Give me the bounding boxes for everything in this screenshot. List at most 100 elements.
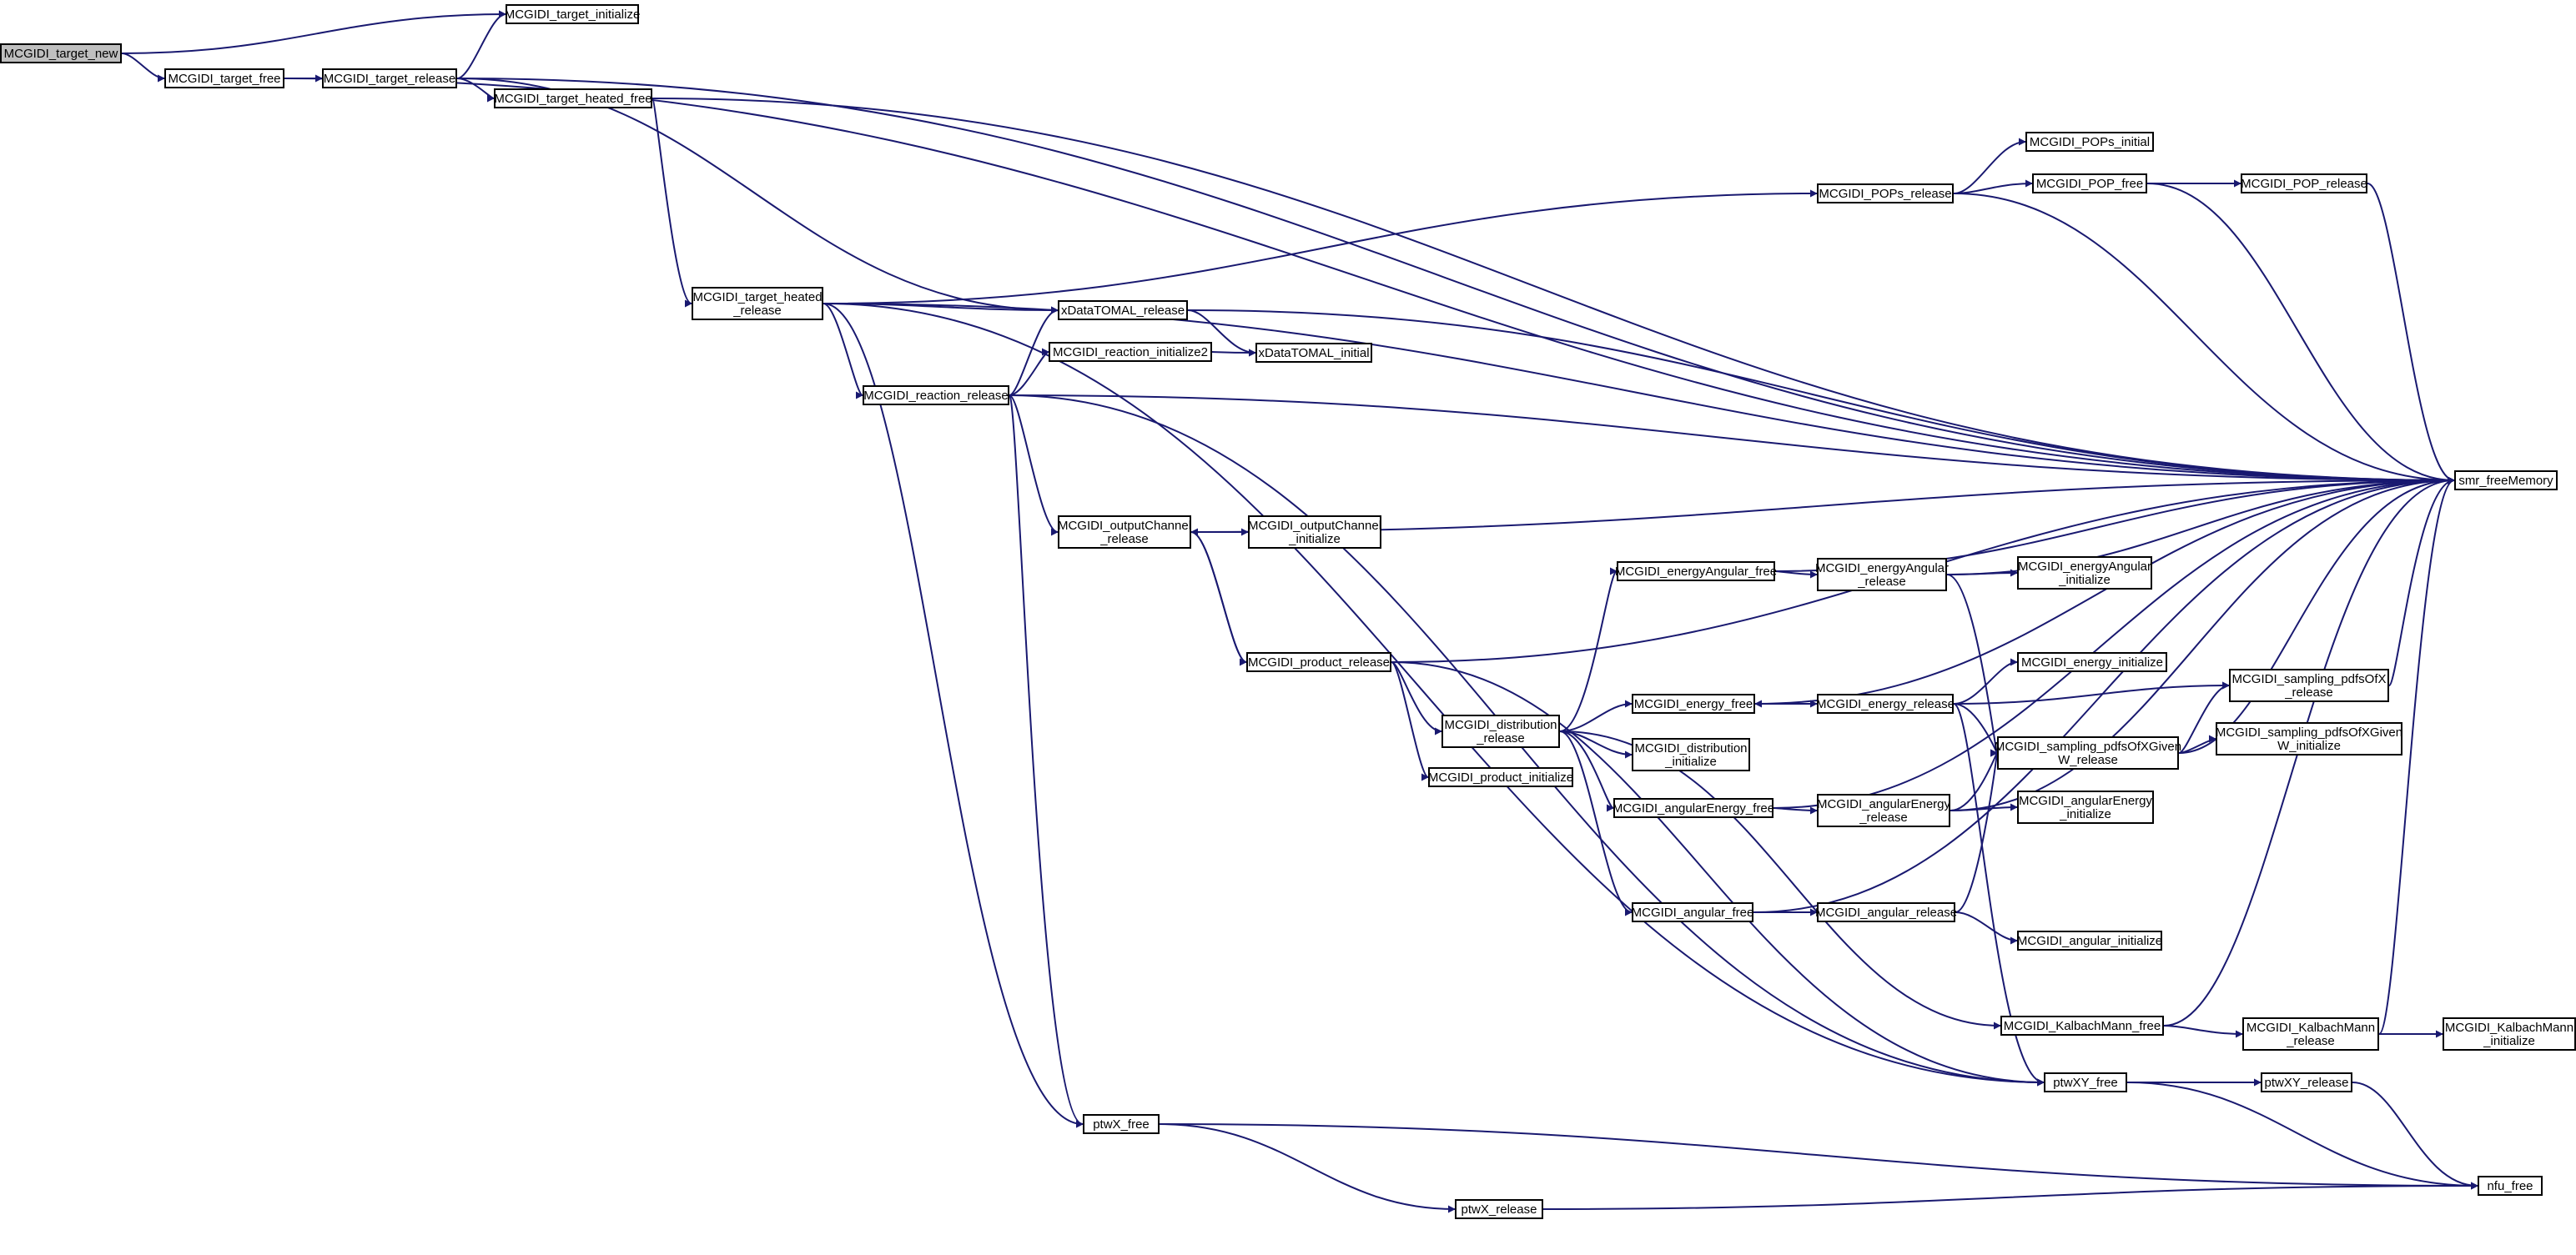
node-box — [1817, 558, 1947, 591]
node-reaction-release[interactable]: MCGIDI_reaction_release — [863, 385, 1009, 405]
node-label: W_release — [2058, 753, 2118, 767]
edge-target_release-to-target_initialize — [456, 10, 506, 79]
node-ptwXY-release[interactable]: ptwXY_release — [2261, 1072, 2352, 1092]
node-ptwX-free[interactable]: ptwX_free — [1083, 1114, 1160, 1134]
edge-target_heated_release-to-xDataTOMAL_release — [823, 303, 1059, 314]
node-label: MCGIDI_energyAngular — [1815, 561, 1949, 575]
edge-reaction_release-to-xDataTOMAL_release — [1009, 306, 1059, 396]
edge-reaction_release-to-outputChannel_release — [1009, 394, 1059, 536]
node-POPs-release[interactable]: MCGIDI_POPs_release — [1817, 183, 1954, 203]
node-angular-initialize[interactable]: MCGIDI_angular_initialize — [2017, 931, 2162, 951]
node-outputChannel-initialize[interactable]: MCGIDI_outputChannel_initialize — [1248, 515, 1381, 549]
node-box — [1058, 515, 1191, 549]
node-box — [2025, 132, 2154, 152]
node-label: ptwXY_free — [2053, 1076, 2118, 1090]
node-label: _initialize — [2058, 573, 2111, 587]
node-box — [2017, 556, 2152, 590]
node-POPs-initial[interactable]: MCGIDI_POPs_initial — [2025, 132, 2154, 152]
node-outputChannel-release[interactable]: MCGIDI_outputChannel_release — [1058, 515, 1191, 549]
edge-target_new-to-target_initialize — [121, 10, 506, 54]
node-box — [1058, 300, 1188, 320]
edge-POP_free-to-smr_freeMemory — [2146, 183, 2455, 484]
node-box — [164, 68, 284, 88]
node-energyAngular-free[interactable]: MCGIDI_energyAngular_free — [1615, 561, 1777, 581]
node-box — [1255, 343, 1372, 363]
node-label: MCGIDI_target_free — [168, 72, 280, 86]
node-product-release[interactable]: MCGIDI_product_release — [1246, 652, 1391, 672]
node-box — [506, 4, 639, 24]
node-box — [1049, 342, 1212, 362]
node-box — [2454, 470, 2558, 490]
node-angularEnergy-release[interactable]: MCGIDI_angularEnergy_release — [1817, 794, 1951, 827]
node-label: _initialize — [1288, 532, 1341, 546]
edge-distribution_release-to-energyAngular_free — [1559, 567, 1618, 732]
node-box — [1248, 515, 1381, 549]
node-label: MCGIDI_sampling_pdfsOfXGiven — [2216, 725, 2402, 740]
edge-target_heated_free-to-target_heated_release — [652, 98, 692, 308]
node-box — [863, 385, 1009, 405]
node-xDataTOMAL-initial[interactable]: xDataTOMAL_initial — [1255, 343, 1372, 363]
node-label: MCGIDI_target_release — [324, 72, 455, 86]
edge-outputChannel_release-to-product_release — [1190, 531, 1247, 666]
node-label: MCGIDI_KalbachMann — [2246, 1021, 2375, 1035]
edge-target_heated_free-to-smr_freeMemory — [652, 98, 2455, 484]
node-POP-free[interactable]: MCGIDI_POP_free — [2032, 173, 2147, 193]
node-label: MCGIDI_angular_release — [1815, 906, 1957, 920]
node-product-initialize[interactable]: MCGIDI_product_initialize — [1428, 767, 1573, 787]
node-target-heated-free[interactable]: MCGIDI_target_heated_free — [494, 88, 652, 108]
node-energy-free[interactable]: MCGIDI_energy_free — [1632, 694, 1755, 714]
node-label: MCGIDI_energy_initialize — [2021, 655, 2163, 670]
node-label: MCGIDI_outputChannel — [1058, 519, 1191, 533]
edge-product_release-to-product_initialize — [1391, 661, 1429, 781]
edge-sampling_pdfsOfXGivenW_release-to-sampling_pdfsOfX_release — [2178, 681, 2230, 754]
node-POP-release[interactable]: MCGIDI_POP_release — [2241, 173, 2367, 193]
node-box — [1455, 1199, 1543, 1219]
node-reaction-initialize2[interactable]: MCGIDI_reaction_initialize2 — [1049, 342, 1212, 362]
node-xDataTOMAL-release[interactable]: xDataTOMAL_release — [1058, 300, 1188, 320]
node-label: MCGIDI_energyAngular_free — [1615, 565, 1777, 579]
node-energy-initialize[interactable]: MCGIDI_energy_initialize — [2017, 652, 2167, 672]
node-label: MCGIDI_POP_free — [2036, 177, 2143, 191]
node-box — [1632, 738, 1750, 771]
node-target-heated-release[interactable]: MCGIDI_target_heated_release — [692, 287, 823, 320]
edge-energy_release-to-ptwXY_free — [1953, 703, 2045, 1087]
node-distribution-release[interactable]: MCGIDI_distribution_release — [1441, 715, 1560, 748]
edge-target_heated_release-to-POPs_release — [823, 189, 1818, 304]
node-label: xDataTOMAL_release — [1061, 304, 1185, 318]
node-distribution-initialize[interactable]: MCGIDI_distribution_initialize — [1632, 738, 1750, 771]
edge-POPs_release-to-POP_free — [1953, 179, 2033, 194]
edge-reaction_release-to-reaction_initialize2 — [1009, 348, 1049, 396]
node-target-free[interactable]: MCGIDI_target_free — [164, 68, 284, 88]
node-KalbachMann-initialize[interactable]: MCGIDI_KalbachMann_initialize — [2443, 1017, 2576, 1051]
node-target-initialize[interactable]: MCGIDI_target_initialize — [505, 4, 641, 24]
node-angularEnergy-initialize[interactable]: MCGIDI_angularEnergy_initialize — [2017, 791, 2154, 824]
node-angularEnergy-free[interactable]: MCGIDI_angularEnergy_free — [1613, 798, 1774, 818]
node-angular-release[interactable]: MCGIDI_angular_release — [1815, 902, 1957, 922]
node-KalbachMann-release[interactable]: MCGIDI_KalbachMann_release — [2242, 1017, 2379, 1051]
node-energy-release[interactable]: MCGIDI_energy_release — [1816, 694, 1955, 714]
node-ptwX-release[interactable]: ptwX_release — [1455, 1199, 1543, 1219]
node-ptwXY-free[interactable]: ptwXY_free — [2044, 1072, 2127, 1092]
node-smr-freeMemory[interactable]: smr_freeMemory — [2454, 470, 2558, 490]
node-KalbachMann-free[interactable]: MCGIDI_KalbachMann_free — [2000, 1016, 2164, 1036]
node-energyAngular-release[interactable]: MCGIDI_energyAngular_release — [1815, 558, 1949, 591]
node-label: _release — [732, 304, 782, 318]
edge-target_new-to-target_free — [121, 53, 165, 83]
edge-energy_release-to-sampling_pdfsOfX_release — [1953, 681, 2230, 705]
node-box — [1632, 694, 1755, 714]
node-sampling-pdfsOfX-release[interactable]: MCGIDI_sampling_pdfsOfX_release — [2229, 669, 2389, 702]
node-energyAngular-initialize[interactable]: MCGIDI_energyAngular_initialize — [2017, 556, 2152, 590]
node-label: MCGIDI_POP_release — [2241, 177, 2367, 191]
edge-ptwX_free-to-nfu_free — [1159, 1123, 2478, 1190]
node-label: MCGIDI_target_heated_free — [494, 92, 652, 106]
node-nfu-free[interactable]: nfu_free — [2478, 1176, 2543, 1196]
node-angular-free[interactable]: MCGIDI_angular_free — [1632, 902, 1754, 922]
node-label: MCGIDI_energy_free — [1634, 697, 1753, 711]
edge-target_heated_release-to-smr_freeMemory — [823, 303, 2455, 484]
node-target-release[interactable]: MCGIDI_target_release — [322, 68, 457, 88]
edge-product_release-to-ptwXY_free — [1391, 661, 2045, 1087]
node-box — [2000, 1016, 2164, 1036]
node-target-new[interactable]: MCGIDI_target_new — [0, 43, 122, 63]
